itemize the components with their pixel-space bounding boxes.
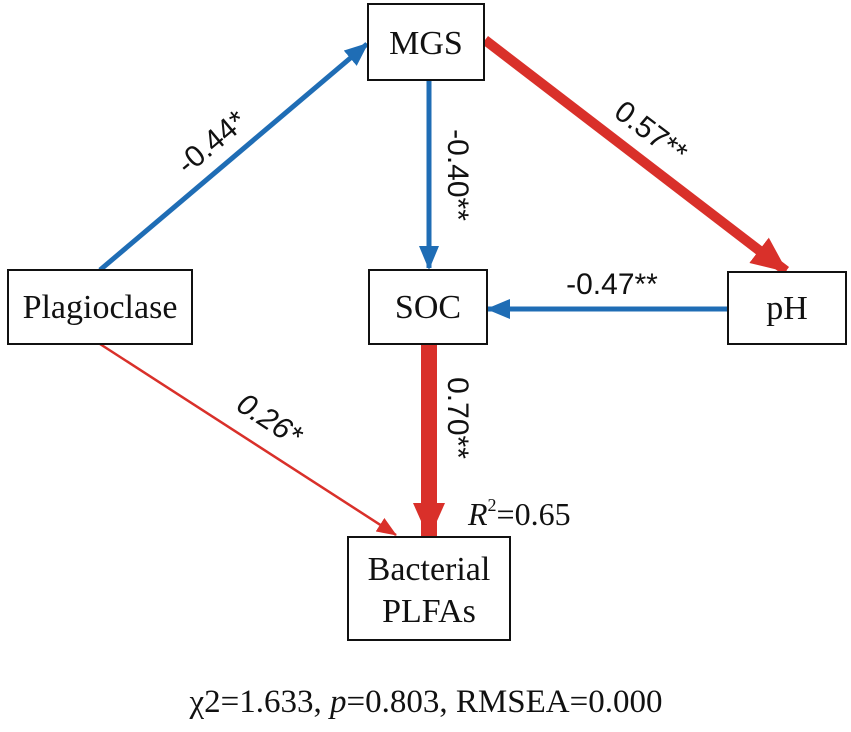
r-superscript: 2 [488, 495, 497, 515]
node-mgs-box [367, 3, 485, 81]
node-plagioclase-label: Plagioclase [23, 289, 178, 326]
p-and-rmsea-text: =0.803, RMSEA=0.000 [347, 684, 663, 720]
coef-ph-soc: -0.47** [566, 268, 658, 301]
node-bacterial-label-line1: Bacterial [368, 551, 491, 588]
node-bacterial-box [347, 536, 511, 641]
node-soc-box [368, 269, 488, 345]
coef-soc-bacterial: 0.70** [441, 377, 474, 459]
coef-plagioclase-mgs: -0.44* [171, 104, 254, 181]
coef-plagioclase-bacterial: 0.26* [231, 387, 309, 454]
node-ph-label: pH [766, 290, 808, 327]
node-mgs-label: MGS [389, 25, 463, 62]
model-fit-statistics: χ2=1.633, p=0.803, RMSEA=0.000 [189, 684, 663, 720]
p-symbol: p [328, 684, 347, 720]
node-plagioclase-box [7, 269, 193, 345]
node-ph-box [727, 271, 847, 345]
arrow-plagioclase-to-mgs [98, 42, 369, 272]
coef-mgs-soc: -0.40** [441, 129, 474, 221]
r-squared-label: R2=0.65 [467, 495, 571, 532]
coef-mgs-ph: 0.57** [608, 95, 693, 171]
arrow-mgs-to-ph [481, 36, 790, 275]
chi-square-text: χ2=1.633, [189, 684, 331, 720]
r-value: =0.65 [497, 496, 571, 532]
arrow-plagioclase-to-bacterial [99, 342, 397, 537]
r-symbol: R [467, 496, 488, 532]
node-soc-label: SOC [395, 289, 461, 326]
node-bacterial-label-line2: PLFAs [382, 593, 476, 630]
